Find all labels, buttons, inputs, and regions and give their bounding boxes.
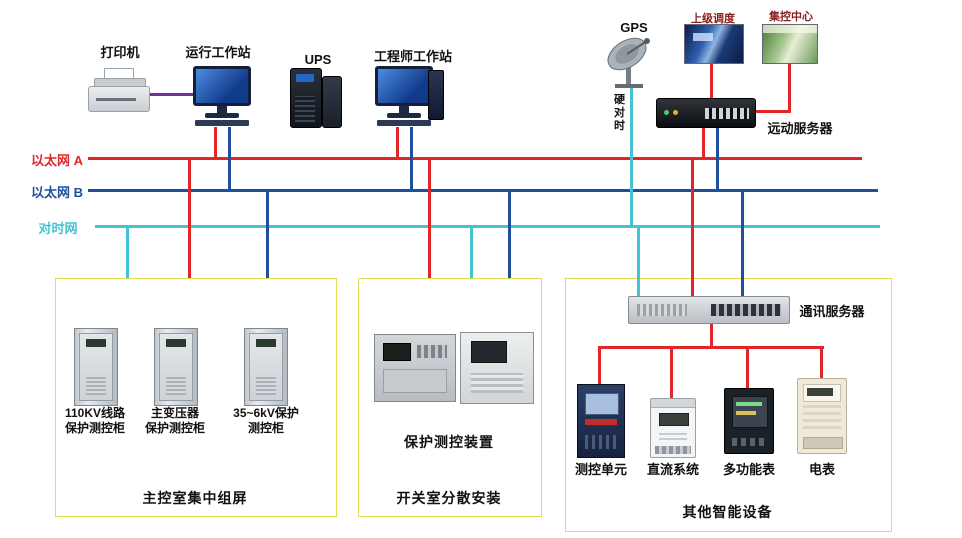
device-distribution-line [598, 346, 824, 349]
left-box-title: 主控室集中组屏 [142, 490, 248, 506]
comm-server-label: 通讯服务器 [799, 304, 865, 319]
multifunction-meter-label: 多功能表 [722, 462, 775, 477]
right-box-time-sync-drop [637, 225, 640, 298]
ethernet-b-label: 以太网 B [30, 185, 83, 200]
right-box-ethernet-b-drop [741, 189, 744, 298]
server-ethernet-a-link [702, 126, 705, 158]
dc-system-image [650, 398, 696, 458]
server-ethernet-b-link [716, 126, 719, 190]
dispatch-server-link [710, 62, 713, 98]
time-sync-bus-line [95, 225, 880, 228]
energy-meter-drop-line [820, 346, 823, 378]
right-box-title: 其他智能设备 [682, 504, 773, 520]
central-control-server-link-v [788, 62, 791, 113]
upper-dispatch-label: 上级调度 [691, 13, 735, 25]
multifunction-meter-drop-line [746, 346, 749, 388]
monitor-screen [193, 66, 251, 106]
cabinet-label-110kv: 110KV线路 保护测控柜 [64, 406, 126, 435]
central-control-server-link-h [754, 110, 791, 113]
protection-cabinet-image [154, 328, 198, 406]
operator-ws-ethernet-b-link [228, 127, 231, 190]
ups-image [290, 66, 342, 128]
dc-system-drop-line [670, 346, 673, 398]
ups-label: UPS [304, 52, 332, 67]
engineer-ws-ethernet-b-link [410, 127, 413, 190]
printer-label: 打印机 [100, 45, 140, 60]
engineer-ws-ethernet-a-link [396, 127, 399, 158]
telecontrol-server-image [656, 98, 756, 128]
cabinet-label-35-6kv: 35~6kV保护 测控柜 [233, 406, 299, 435]
comm-server-image [628, 296, 790, 324]
hard-time-sync-label: 硬对时 [614, 94, 625, 132]
ethernet-a-label: 以太网 A [30, 153, 83, 168]
monitor-screen [375, 66, 433, 106]
protection-device-label: 保护测控装置 [404, 434, 494, 450]
left-box-ethernet-a-drop [188, 157, 191, 278]
energy-meter-label: 电表 [808, 462, 835, 477]
operator-workstation-image [190, 66, 254, 127]
cabinet-label-transformer: 主变压器 保护测控柜 [144, 406, 205, 435]
protection-device-image [374, 334, 456, 402]
measurement-unit-image [577, 384, 625, 458]
left-box-ethernet-b-drop [266, 189, 269, 278]
operator-ws-ethernet-a-link [214, 127, 217, 158]
engineer-workstation-label: 工程师工作站 [373, 49, 452, 64]
comm-server-feeder-line [710, 322, 713, 348]
protection-cabinet-image [74, 328, 118, 406]
operator-workstation-label: 运行工作站 [185, 45, 251, 60]
gps-antenna-image [602, 36, 660, 90]
central-control-label: 集控中心 [769, 11, 813, 23]
energy-meter-image [797, 378, 847, 454]
right-box-ethernet-a-drop [691, 157, 694, 298]
measurement-unit-label: 测控单元 [574, 462, 627, 477]
multifunction-meter-image [724, 388, 774, 454]
middle-box-ethernet-b-drop [508, 189, 511, 278]
gps-time-sync-link [630, 88, 633, 226]
upper-dispatch-image [684, 24, 744, 64]
protection-cabinet-image [244, 328, 288, 406]
mcu-drop-line [598, 346, 601, 384]
ethernet-a-bus-line [88, 157, 862, 160]
engineer-workstation-image [372, 66, 444, 127]
printer-image [88, 68, 150, 114]
ethernet-b-bus-line [88, 189, 878, 192]
dc-system-label: 直流系统 [646, 462, 699, 477]
middle-box-time-sync-drop [470, 225, 473, 278]
middle-box-title: 开关室分散安装 [396, 490, 502, 506]
time-sync-label: 对时网 [38, 221, 78, 236]
gps-label: GPS [620, 20, 648, 35]
central-control-image [762, 24, 818, 64]
telecontrol-server-label: 远动服务器 [767, 121, 833, 136]
protection-device-image [460, 332, 534, 404]
left-box-time-sync-drop [126, 225, 129, 278]
printer-cable-line [150, 93, 194, 96]
middle-box-ethernet-a-drop [428, 157, 431, 278]
